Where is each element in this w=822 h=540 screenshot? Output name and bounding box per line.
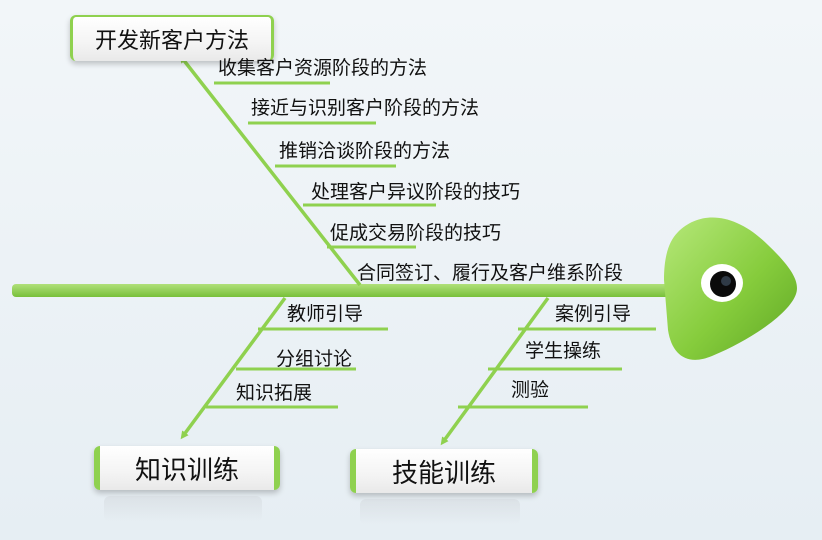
upper-bone-label-2: 接近与识别客户阶段的方法 [251,97,479,119]
lower-right-item-2: 学生操练 [525,340,601,362]
upper-main-bone [182,58,360,285]
upper-bone-label-3: 推销洽谈阶段的方法 [279,140,450,162]
fish-eye-highlight [721,276,731,286]
skill-training-title: 技能训练 [392,453,496,490]
head-title-box: 开发新客户方法 [70,15,274,61]
skill-training-reflection [360,499,520,525]
lower-left-item-3: 知识拓展 [236,382,312,404]
lower-left-item-2: 分组讨论 [276,348,352,370]
lower-right-item-3: 测验 [511,379,549,401]
lower-right-item-1: 案例引导 [555,303,631,325]
knowledge-training-reflection [104,496,262,522]
upper-bone-label-1: 收集客户资源阶段的方法 [218,57,427,79]
skill-training-box: 技能训练 [350,449,538,493]
main-spine [12,284,692,297]
knowledge-training-title: 知识训练 [135,450,239,487]
lower-left-bone [183,298,285,436]
upper-bone-label-5: 促成交易阶段的技巧 [330,222,501,244]
knowledge-training-box: 知识训练 [94,446,280,490]
upper-bone-label-6: 合同签订、履行及客户维系阶段 [357,262,623,284]
upper-bone-label-4: 处理客户异议阶段的技巧 [311,181,520,203]
head-title: 开发新客户方法 [95,23,249,55]
lower-left-item-1: 教师引导 [287,303,363,325]
